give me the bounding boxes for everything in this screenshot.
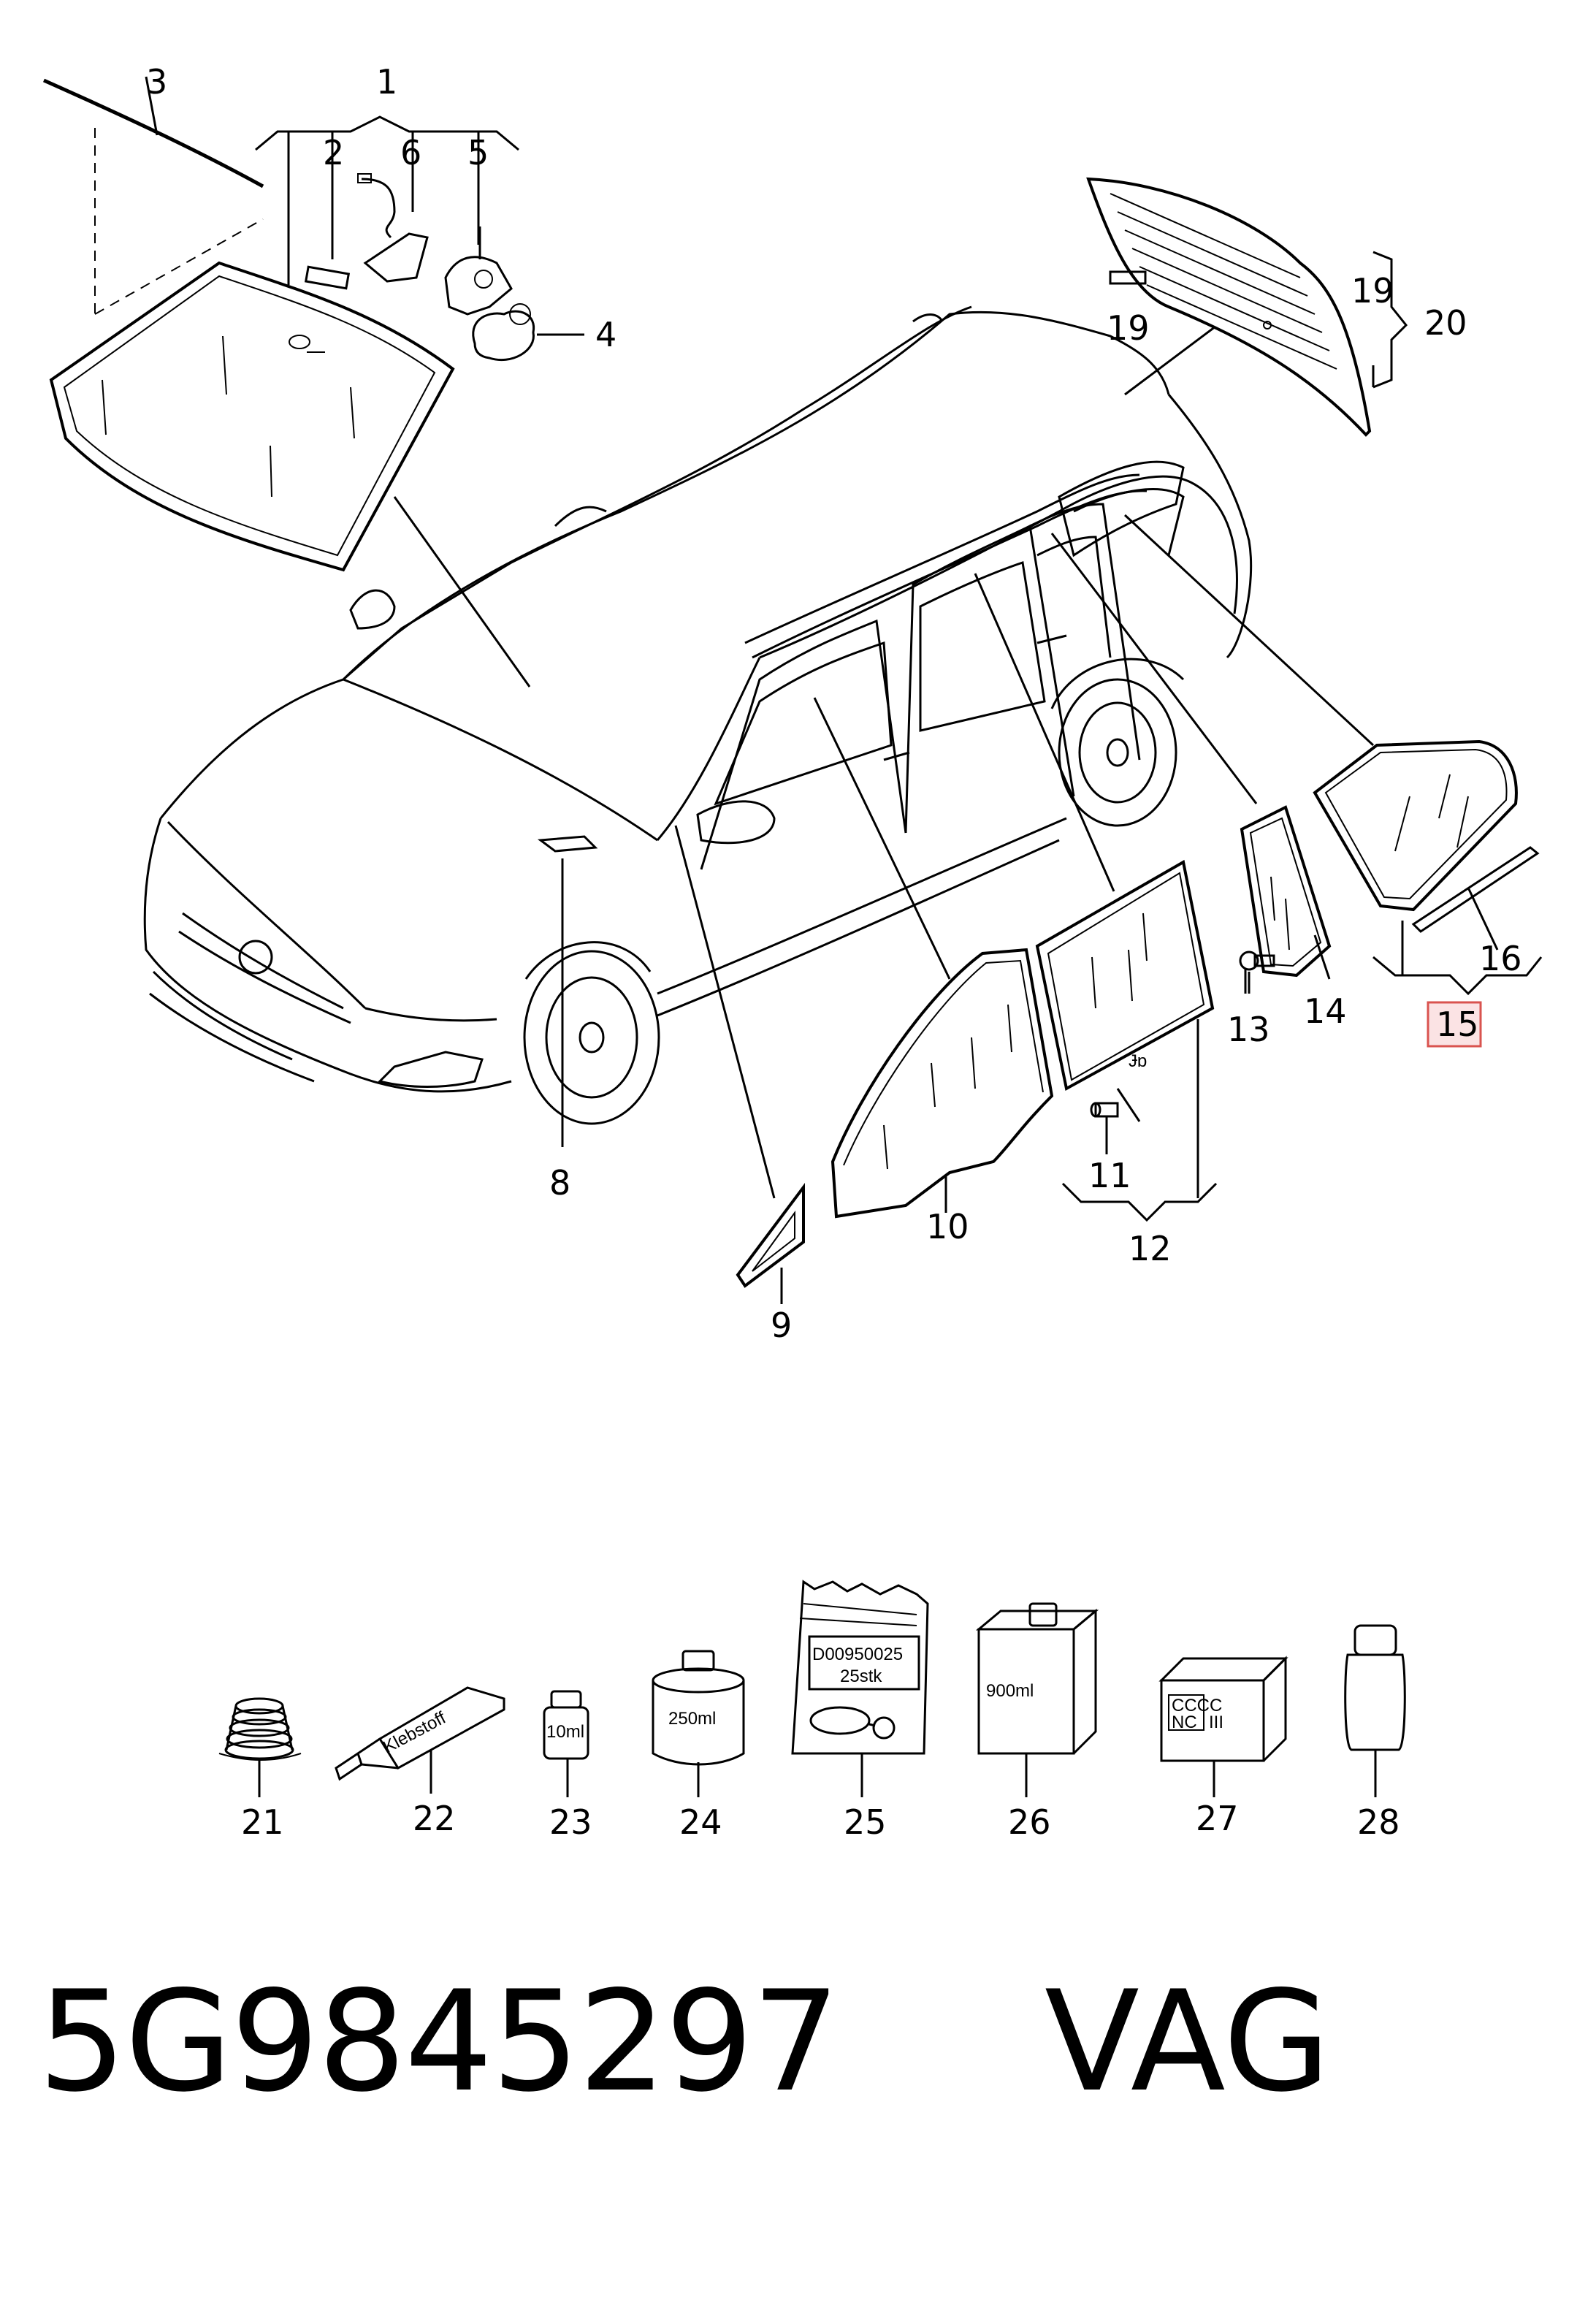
- vent-glass-group: [1239, 805, 1332, 994]
- clip-bag: D00950025 25stk: [791, 1580, 929, 1797]
- callout-16: 16: [1479, 939, 1522, 978]
- callout-6: 6: [400, 133, 421, 172]
- can-label: 250ml: [668, 1709, 716, 1729]
- callout-13: 13: [1227, 1010, 1270, 1049]
- windscreen-trim-strip: [42, 78, 264, 188]
- rear-window-group: [1086, 177, 1408, 437]
- sensor-cover: [363, 232, 429, 283]
- windscreen: [49, 261, 455, 572]
- callout-11: 11: [1088, 1156, 1131, 1195]
- bottle-label: 10ml: [546, 1722, 584, 1742]
- rear-door-glass: [1035, 859, 1215, 1092]
- callout-9: 9: [771, 1306, 792, 1345]
- rear-window-pad: [1109, 270, 1147, 285]
- brand-name: VAG: [1045, 1961, 1331, 2122]
- callout-12: 12: [1129, 1229, 1172, 1268]
- callout-19-pad: 19: [1107, 308, 1150, 348]
- mirror-base-pad: [304, 265, 351, 290]
- callout-25: 25: [844, 1802, 887, 1842]
- rain-sensor-bracket: [444, 256, 513, 316]
- accessories: Klebstoff 10ml 250ml D00950025 25stk: [218, 1580, 1406, 1842]
- part-number: 5G9845297: [38, 1961, 840, 2122]
- callout-28: 28: [1357, 1802, 1400, 1842]
- cleaner-box: 900ml: [975, 1602, 1099, 1797]
- box-large-label: 900ml: [986, 1681, 1034, 1701]
- callout-5: 5: [467, 133, 489, 172]
- front-quarter-glass: [736, 1183, 805, 1304]
- callout-8: 8: [549, 1163, 570, 1203]
- callout-23: 23: [549, 1802, 592, 1842]
- adhesive-tube: Klebstoff: [335, 1686, 505, 1794]
- callout-3: 3: [146, 62, 167, 102]
- callout-4: 4: [595, 315, 616, 354]
- bag-label-code: D00950025: [812, 1645, 903, 1664]
- rear-door-glass-group: Ɉɒ: [1035, 859, 1218, 1222]
- callout-24: 24: [679, 1802, 722, 1842]
- spacer-ring: [218, 1697, 302, 1797]
- quarter-glass-group: [1313, 739, 1543, 996]
- callout-22: 22: [413, 1799, 456, 1838]
- box-small-label-1: CCCC: [1172, 1696, 1222, 1715]
- door-glass-mark: Ɉɒ: [1129, 1051, 1147, 1071]
- callout-27: 27: [1196, 1799, 1239, 1838]
- callout-1: 1: [376, 62, 397, 102]
- car-body: [143, 305, 1253, 1125]
- vent-glass: [1240, 805, 1332, 978]
- callout-2: 2: [323, 133, 344, 172]
- callout-14: 14: [1304, 991, 1347, 1031]
- bag-label-qty: 25stk: [840, 1666, 882, 1686]
- box-small-label-2: NC: [1172, 1713, 1197, 1732]
- callout-15-highlight: [1427, 1001, 1482, 1048]
- small-bottle: 10ml: [543, 1690, 589, 1797]
- primer-jar: [1344, 1624, 1406, 1797]
- quarter-glass: [1313, 739, 1518, 912]
- cccc-box: CCCC NC III: [1158, 1656, 1288, 1797]
- callout-10: 10: [926, 1207, 969, 1246]
- callouts: 3 1 2 6 5 4 8 9 10 11 12 13 14 15 16 19 …: [146, 62, 1522, 1345]
- front-door-glass: [831, 948, 1054, 1219]
- callout-20: 20: [1424, 303, 1467, 343]
- callout-21: 21: [241, 1802, 284, 1842]
- callout-15: 15: [1436, 1005, 1479, 1044]
- box-small-label-3: III: [1209, 1713, 1223, 1732]
- callout-19: 19: [1351, 271, 1394, 311]
- rain-sensor: [472, 310, 535, 362]
- primer-can: 250ml: [652, 1650, 745, 1797]
- callout-26: 26: [1008, 1802, 1051, 1842]
- sensor-cable: [361, 178, 396, 239]
- quarter-glass-strip: [1411, 846, 1540, 933]
- windscreen-badge: [537, 835, 598, 853]
- windscreen-group: [42, 76, 584, 572]
- front-door-glass-group: [831, 948, 1054, 1219]
